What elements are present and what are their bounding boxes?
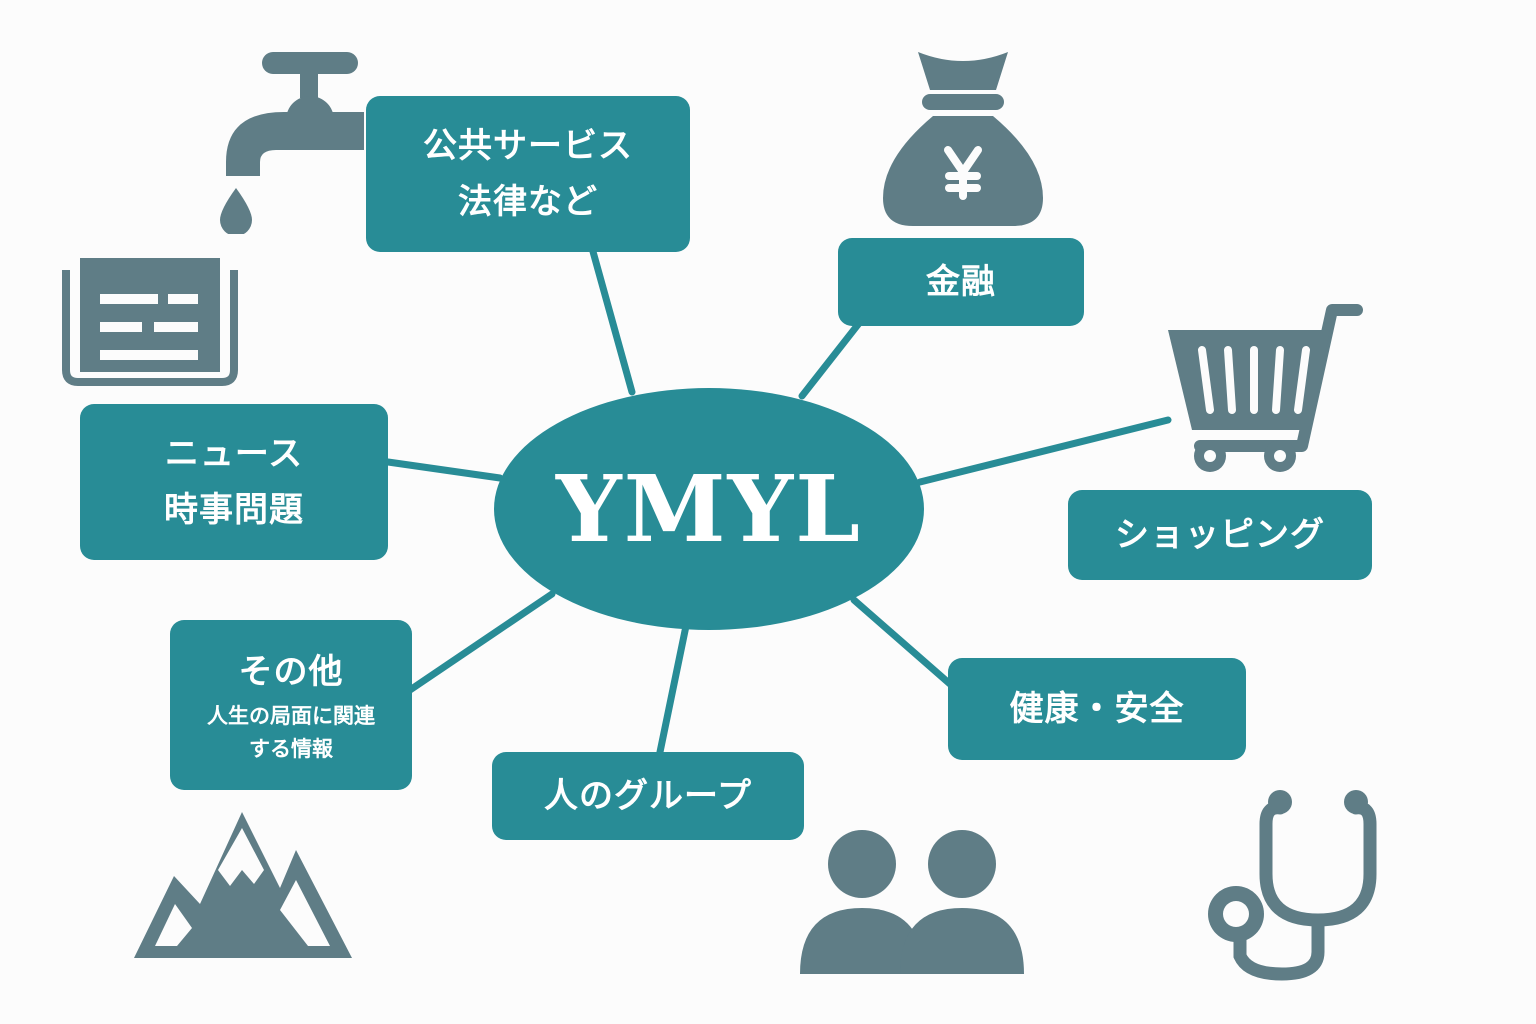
other-title: その他 xyxy=(238,652,344,692)
news-line2: 時事問題 xyxy=(164,490,304,530)
public-line2: 法律など xyxy=(458,182,598,222)
connector-public xyxy=(588,244,636,396)
node-groups: 人のグループ xyxy=(492,752,804,840)
node-shopping: ショッピング xyxy=(1068,490,1372,580)
center-label: YMYL xyxy=(556,455,862,563)
other-sub2: する情報 xyxy=(249,737,333,761)
shopping-cart-icon xyxy=(1168,304,1363,472)
money-bag-icon xyxy=(883,52,1043,226)
public-line1: 公共サービス xyxy=(423,126,633,166)
shopping-label: ショッピング xyxy=(1115,515,1325,555)
faucet-icon xyxy=(220,52,364,234)
other-sub1: 人生の局面に関連 xyxy=(207,704,375,728)
connector-groups xyxy=(656,622,690,756)
node-public-services: 公共サービス 法律など xyxy=(366,96,690,252)
people-icon xyxy=(800,830,1024,974)
finance-label: 金融 xyxy=(926,262,996,302)
connector-health xyxy=(850,596,954,688)
stethoscope-icon xyxy=(1208,790,1377,981)
node-finance: 金融 xyxy=(838,238,1084,326)
ymyl-center-node: YMYL xyxy=(494,388,924,630)
newspaper-icon xyxy=(62,258,238,386)
connector-other xyxy=(406,590,556,694)
mountain-icon xyxy=(134,812,352,958)
connector-news xyxy=(384,458,504,482)
connector-finance xyxy=(798,318,864,400)
news-line1: ニュース xyxy=(164,434,304,474)
connector-shopping xyxy=(916,416,1172,486)
node-health-safety: 健康・安全 xyxy=(948,658,1246,760)
groups-label: 人のグループ xyxy=(544,776,752,816)
node-other: その他 人生の局面に関連 する情報 xyxy=(170,620,412,790)
node-news: ニュース 時事問題 xyxy=(80,404,388,560)
health-label: 健康・安全 xyxy=(1009,689,1185,729)
